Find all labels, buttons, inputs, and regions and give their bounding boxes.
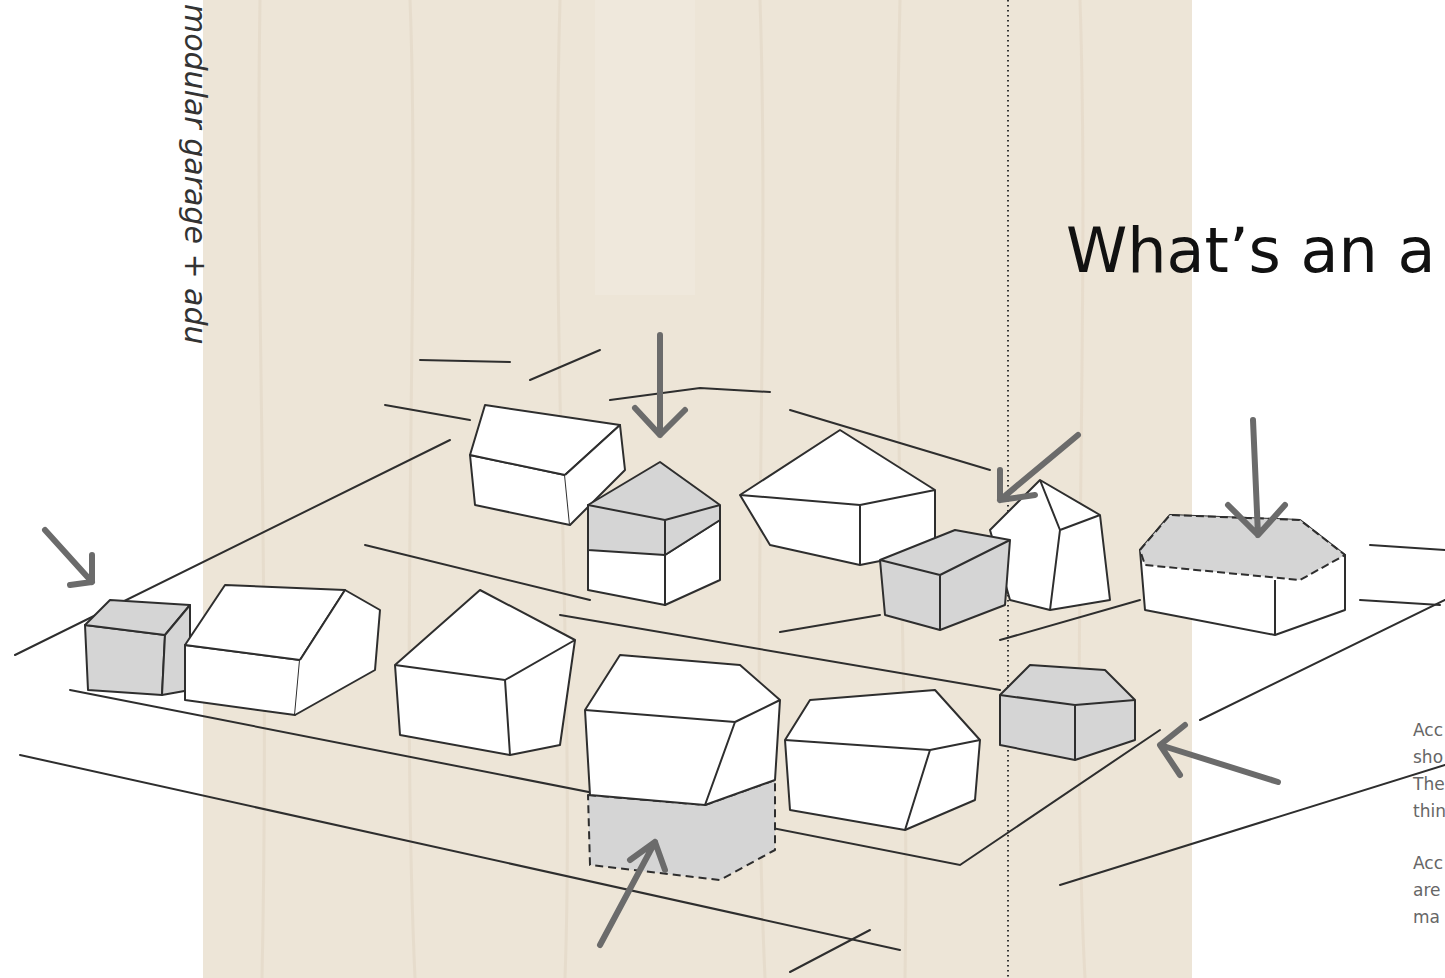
body-fragment: are [1413,879,1441,901]
vertical-heading: modular garage + adu [178,4,212,345]
street-lines [15,350,1445,972]
wood-panel-light [595,0,695,295]
body-fragment: ma [1413,906,1440,928]
body-fragment: thin [1413,800,1445,822]
pointer-arrows [45,335,1285,945]
houses [85,405,1345,880]
body-fragment: The [1413,773,1445,795]
page-title: What’s an a [1066,214,1436,288]
body-fragment: sho [1413,746,1443,768]
wood-grain [259,0,1085,978]
body-fragment: Acc [1413,852,1443,874]
body-fragment: Acc [1413,719,1443,741]
